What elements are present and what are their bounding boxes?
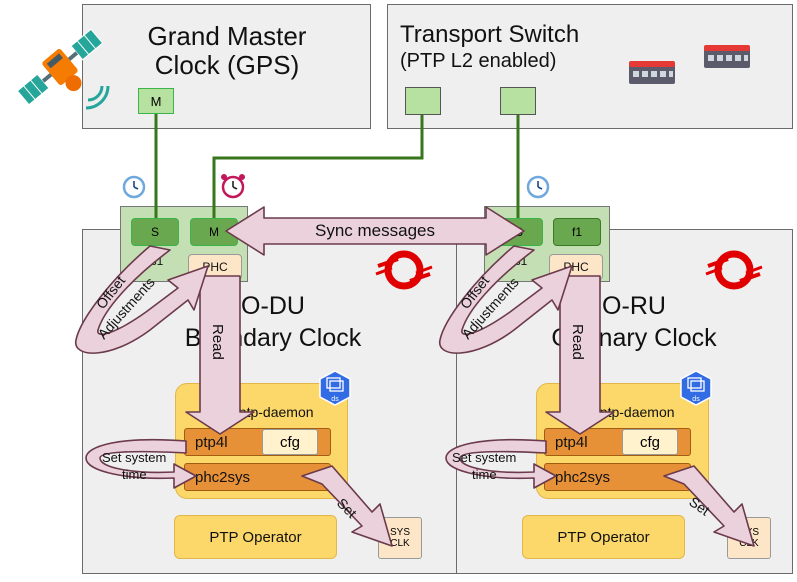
network-switch-icon (629, 61, 675, 84)
oru-phc2sys-label: phc2sys (555, 468, 611, 486)
odu-title-line1: O-DU (241, 292, 305, 320)
odu-ptp-operator: PTP Operator (174, 515, 337, 559)
oru-set-system-time-label-1: Set system (452, 450, 516, 465)
oru-ds-label: ds (692, 396, 700, 403)
alarm-clock-icon (221, 174, 245, 199)
odu-read-arrow (185, 275, 255, 435)
odu-port-s-label: S (150, 225, 159, 239)
odu-cfg: cfg (262, 429, 318, 455)
odu-set-system-time-arrow (85, 438, 197, 489)
oru-read-arrow (545, 275, 615, 435)
odu-sysclk-line1: SYS (389, 527, 410, 538)
satellite-icon (16, 28, 110, 110)
grandmaster-title: Grand Master Clock (GPS) (100, 22, 354, 79)
oru-cfg: cfg (622, 429, 678, 455)
oru-set-system-time-label-2: time (472, 467, 497, 482)
daemonset-icon: ds (680, 370, 712, 406)
odu-offset-arrow (75, 245, 209, 354)
transport-switch-title: Transport Switch (PTP L2 enabled) (400, 21, 610, 73)
grandmaster-box (82, 4, 371, 129)
switch-port-1 (405, 87, 441, 115)
odu-sysclk-line2: CLK (390, 538, 410, 549)
odu-set-system-time-label-1: Set system (102, 450, 166, 465)
odu-port-s: S (131, 218, 179, 246)
clock-icon (526, 175, 550, 199)
network-switch-icon (704, 45, 750, 68)
grandmaster-port-m: M (138, 88, 174, 114)
odu-read-label: Read (209, 324, 226, 360)
sync-messages-arrow (225, 206, 525, 256)
odu-set-arrow (301, 465, 393, 547)
openshift-logo-icon (705, 250, 763, 290)
transport-switch-line1: Transport Switch (400, 21, 580, 48)
odu-phc2sys-label: phc2sys (195, 468, 251, 486)
oru-set-arrow (663, 465, 755, 547)
switch-port-2 (500, 87, 536, 115)
daemonset-icon: ds (319, 370, 351, 406)
odu-operator-label: PTP Operator (209, 528, 302, 546)
odu-port-m-label: M (209, 225, 219, 239)
odu-set-system-time-label-2: time (122, 467, 147, 482)
odu-ptp4l-label: ptp4l (195, 433, 228, 451)
oru-port-f1: f1 (553, 218, 601, 246)
grandmaster-title-line1: Grand Master (147, 21, 307, 51)
odu-cfg-label: cfg (279, 433, 300, 451)
oru-set-system-time-arrow (445, 438, 557, 489)
oru-cfg-label: cfg (639, 433, 660, 451)
clock-icon (122, 175, 146, 199)
oru-operator-label: PTP Operator (557, 528, 650, 546)
odu-phc-label: PHC (202, 260, 228, 274)
oru-title-line1: O-RU (602, 292, 666, 320)
oru-ptp4l-label: ptp4l (555, 433, 588, 451)
transport-switch-line2: (PTP L2 enabled) (400, 50, 557, 73)
openshift-logo-icon (375, 250, 433, 290)
oru-port-f1-label: f1 (571, 225, 582, 239)
grandmaster-port-label: M (150, 93, 162, 109)
sync-messages-label: Sync messages (315, 221, 435, 240)
odu-ds-label: ds (331, 396, 339, 403)
oru-read-label: Read (569, 324, 586, 360)
oru-offset-arrow (439, 245, 573, 354)
oru-ptp-operator: PTP Operator (522, 515, 685, 559)
grandmaster-title-line2: Clock (GPS) (154, 49, 300, 80)
